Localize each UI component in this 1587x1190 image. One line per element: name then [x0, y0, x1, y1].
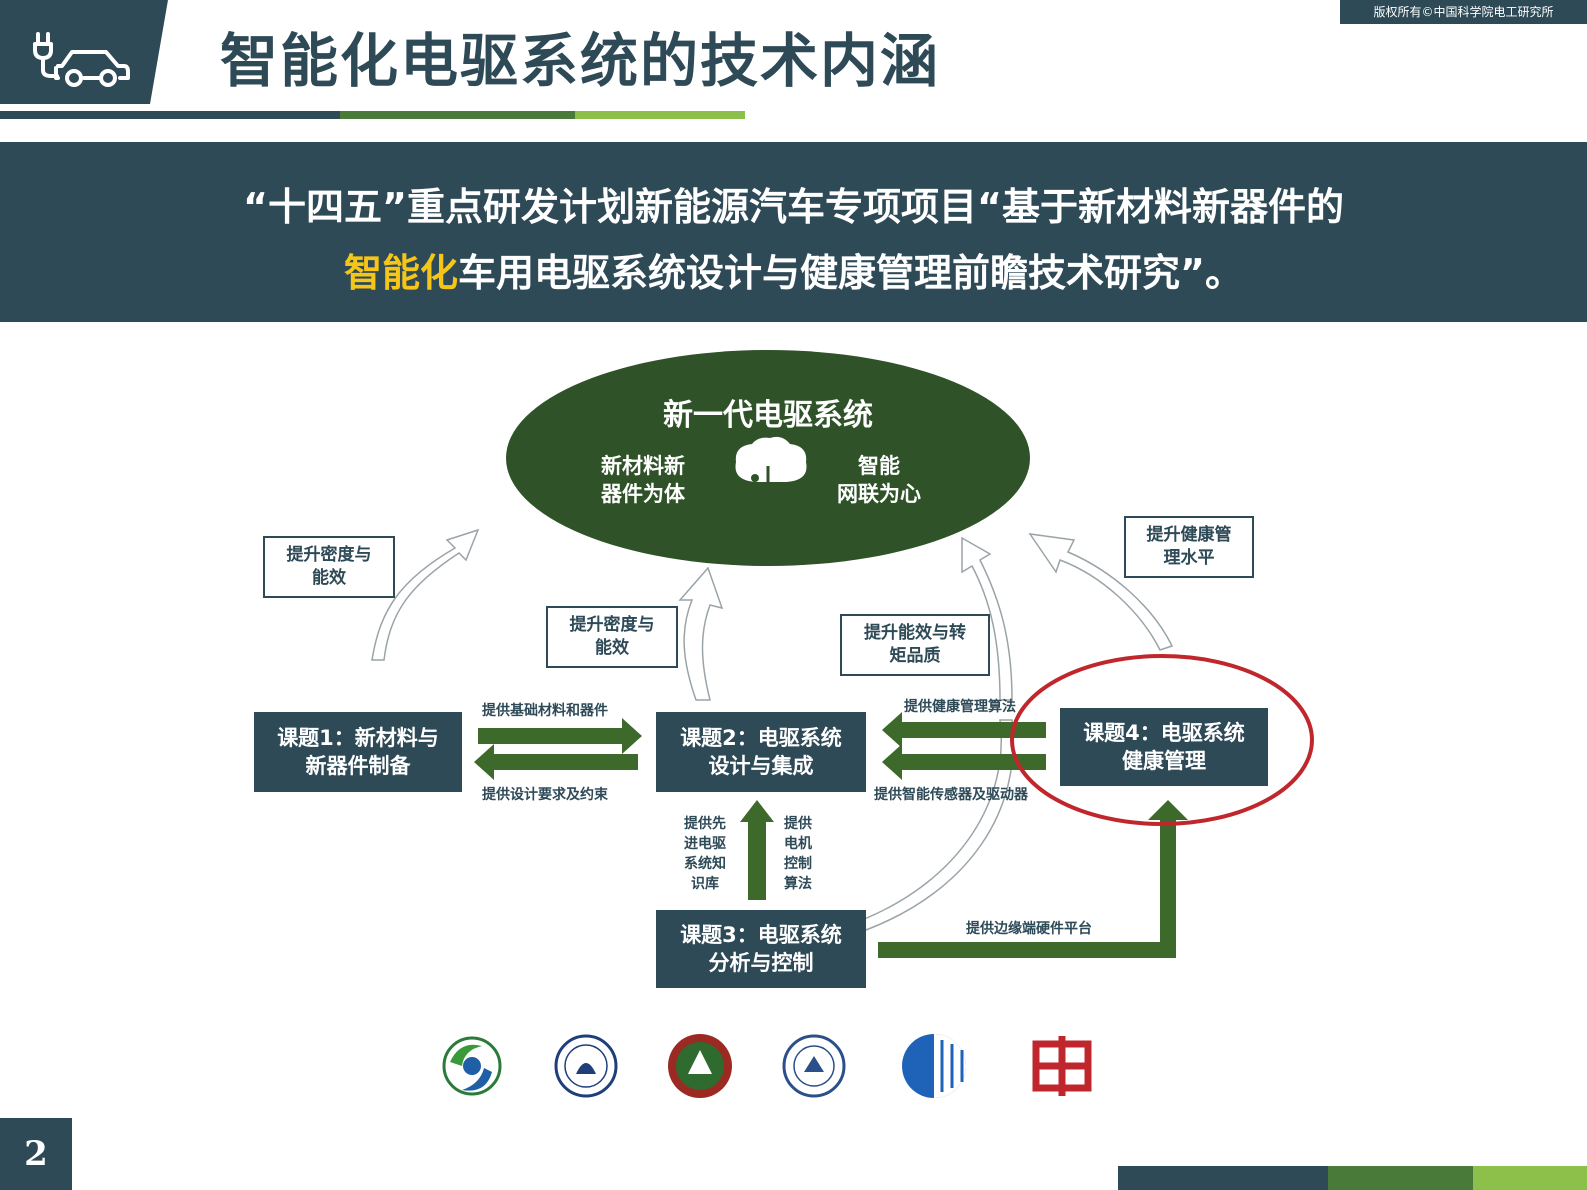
curved-arrows — [371, 528, 1174, 931]
edge-label-line: 提供 — [784, 816, 812, 832]
edge-label-line: 识库 — [691, 876, 719, 892]
arrow-health-to-center — [1028, 533, 1174, 651]
electric-car-icon — [33, 32, 130, 87]
arrow-t2-to-center — [678, 566, 724, 701]
arrow-t3-to-t2 — [740, 800, 774, 900]
note-line: 能效 — [312, 568, 346, 588]
topic-line: 课题3：电驱系统 — [680, 923, 842, 947]
highlight-circle — [1010, 654, 1314, 826]
brain-icon — [735, 436, 807, 510]
edge-label-t1-to-t2: 提供基础材料和器件 — [482, 703, 608, 719]
footer-bar-segment — [1473, 1166, 1587, 1190]
note-line: 理水平 — [1163, 548, 1215, 568]
note-box-1: 提升密度与能效 — [263, 536, 395, 598]
arrow-t3-to-t4 — [878, 800, 1188, 958]
title-underline-segment — [575, 111, 745, 119]
footer-bar-segment — [1118, 1166, 1328, 1190]
partner-logo-2 — [554, 1034, 618, 1098]
arrow-t1-to-center — [371, 528, 480, 661]
topic-line: 新器件制备 — [305, 754, 411, 778]
center-left-line: 新材料新 — [601, 454, 685, 478]
footer-bar-segment — [1328, 1166, 1473, 1190]
arrow-t2b-to-t4 — [882, 744, 1046, 780]
note-line: 矩品质 — [889, 646, 941, 666]
topic-2-box: 课题2：电驱系统设计与集成 — [656, 712, 866, 792]
flow-arrows — [474, 712, 1188, 958]
title-underline-segment — [0, 111, 340, 119]
edge-label-line: 控制 — [784, 856, 812, 872]
title-underline-segment — [340, 111, 575, 119]
header-logo-tile — [0, 0, 168, 104]
partner-logos — [442, 1034, 1092, 1098]
arrow-t4-to-center — [961, 536, 1013, 701]
note-line: 能效 — [595, 638, 629, 658]
edge-label-line: 算法 — [784, 876, 812, 892]
note-box-3: 提升能效与转矩品质 — [840, 614, 990, 676]
edge-label-t2-to-t4: 提供智能传感器及驱动器 — [874, 787, 1028, 803]
project-banner: “十四五”重点研发计划新能源汽车专项项目“基于新材料新器件的 智能化车用电驱系统… — [0, 142, 1587, 322]
partner-logo-5 — [902, 1034, 966, 1098]
banner-highlight: 智能化 — [344, 251, 459, 295]
topic-line: 设计与集成 — [708, 754, 814, 778]
partner-logo-6 — [1032, 1036, 1092, 1096]
topic-1-box: 课题1：新材料与新器件制备 — [254, 712, 462, 792]
arrow-t1-to-t2 — [478, 718, 642, 754]
topic-line: 课题4：电驱系统 — [1083, 721, 1245, 745]
page-title: 智能化电驱系统的技术内涵 — [220, 27, 941, 95]
edge-label-t2-to-t1: 提供设计要求及约束 — [482, 787, 608, 803]
edge-label-line: 电机 — [784, 836, 812, 852]
banner-line-2-rest: 车用电驱系统设计与健康管理前瞻技术研究”。 — [458, 251, 1243, 295]
note-line: 提升密度与 — [569, 615, 655, 635]
edge-label-t3-to-t4: 提供边缘端硬件平台 — [966, 921, 1092, 937]
edge-label-t3-knowledge: 提供先 进电驱 系统知 识库 — [684, 814, 726, 894]
arrow-t4-to-t2 — [882, 712, 1046, 748]
note-box-4: 提升健康管理水平 — [1124, 516, 1254, 578]
page-number: 2 — [0, 1118, 72, 1190]
copyright-notice: 版权所有©中国科学院电工研究所 — [1340, 0, 1587, 24]
topic-line: 分析与控制 — [708, 951, 814, 975]
note-line: 提升密度与 — [286, 545, 372, 565]
center-title: 新一代电驱系统 — [663, 398, 873, 433]
topic-line: 课题1：新材料与 — [277, 726, 439, 750]
partner-logo-1 — [442, 1036, 502, 1096]
center-right-line: 网联为心 — [837, 482, 921, 506]
partner-logo-4 — [782, 1034, 846, 1098]
center-left-line: 器件为体 — [601, 482, 685, 506]
topic-4-box: 课题4：电驱系统健康管理 — [1060, 708, 1268, 786]
note-line: 提升能效与转 — [864, 623, 966, 643]
banner-line-1: “十四五”重点研发计划新能源汽车专项项目“基于新材料新器件的 — [243, 185, 1344, 229]
topic-line: 课题2：电驱系统 — [680, 726, 842, 750]
edge-label-t3-algo: 提供 电机 控制 算法 — [784, 814, 812, 894]
arrow-t3-to-center — [861, 719, 1014, 931]
arrow-t2-to-t1 — [474, 744, 638, 780]
note-box-2: 提升密度与能效 — [546, 606, 678, 668]
center-right-line: 智能 — [858, 454, 900, 478]
topic-line: 健康管理 — [1122, 749, 1206, 773]
edge-label-line: 系统知 — [684, 856, 726, 872]
partner-logo-3 — [668, 1034, 732, 1098]
edge-label-line: 进电驱 — [684, 836, 726, 852]
topic-3-box: 课题3：电驱系统分析与控制 — [656, 910, 866, 988]
banner-line-2: 智能化车用电驱系统设计与健康管理前瞻技术研究”。 — [0, 242, 1587, 297]
center-left-text: 新材料新 器件为体 — [578, 452, 708, 508]
note-line: 提升健康管 — [1146, 525, 1232, 545]
edge-label-line: 提供先 — [684, 816, 726, 832]
center-right-text: 智能 网联为心 — [814, 452, 944, 508]
edge-label-t4-to-t2: 提供健康管理算法 — [904, 699, 1016, 715]
